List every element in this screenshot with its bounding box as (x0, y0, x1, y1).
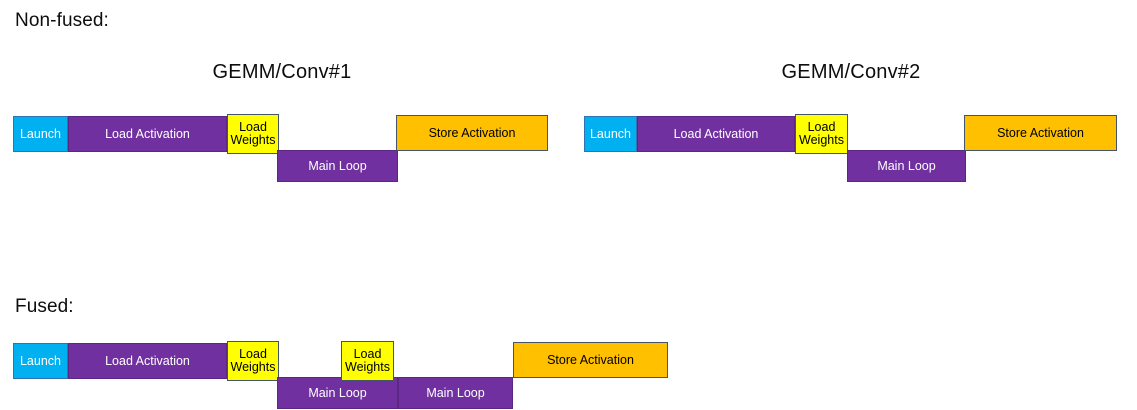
timeline-block-main-loop-fused-a: Main Loop (277, 377, 398, 409)
timeline-block-launch-1: Launch (13, 116, 68, 152)
timeline-block-main-loop-2: Main Loop (847, 150, 966, 182)
timeline-block-store-activation-1: Store Activation (396, 115, 548, 151)
timeline-block-load-weights-1: Load Weights (227, 114, 279, 154)
section-label-fused: Fused: (15, 296, 74, 317)
timeline-block-load-weights-fused-a: Load Weights (227, 341, 279, 381)
timeline-block-main-loop-fused-b: Main Loop (398, 377, 513, 409)
timeline-block-launch-fused: Launch (13, 343, 68, 379)
timeline-block-load-activation-fused: Load Activation (68, 343, 227, 379)
timeline-block-load-activation-2: Load Activation (637, 116, 795, 152)
timeline-block-load-weights-fused-b: Load Weights (341, 341, 394, 381)
section-label-non-fused: Non-fused: (15, 10, 109, 31)
group-title-gemm-conv-1: GEMM/Conv#1 (212, 61, 352, 83)
timeline-block-load-weights-2: Load Weights (795, 114, 848, 154)
timeline-block-store-activation-fused: Store Activation (513, 342, 668, 378)
timeline-block-main-loop-1: Main Loop (277, 150, 398, 182)
timeline-block-launch-2: Launch (584, 116, 637, 152)
group-title-gemm-conv-2: GEMM/Conv#2 (781, 61, 921, 83)
timeline-block-load-activation-1: Load Activation (68, 116, 227, 152)
timeline-block-store-activation-2: Store Activation (964, 115, 1117, 151)
